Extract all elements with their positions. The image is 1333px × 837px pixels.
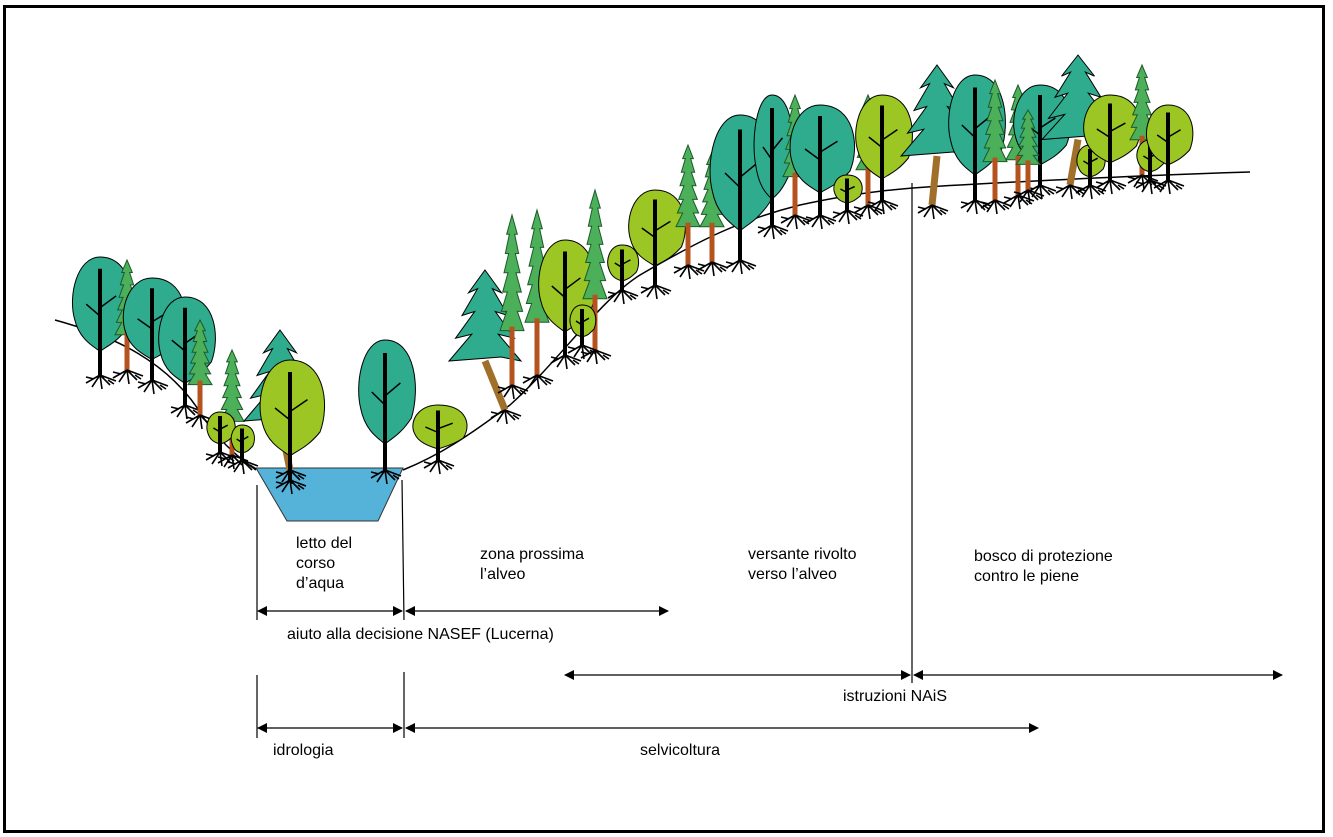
deciduous-tree-icon (358, 339, 416, 485)
separator-riverbed-right (401, 479, 405, 621)
deciduous-tree-icon (789, 104, 856, 230)
roots-icon (423, 459, 455, 475)
tree-branches (762, 137, 784, 161)
tree-branches (614, 259, 631, 269)
trees-group (71, 54, 1194, 495)
tree-branches (641, 220, 671, 239)
roots-icon (567, 344, 599, 360)
tree-crown (219, 348, 245, 422)
tree-branches (213, 424, 229, 433)
roots-icon (607, 289, 639, 305)
deciduous-tree-icon (412, 404, 468, 475)
roots-icon (1013, 189, 1045, 205)
deciduous-tree-icon (567, 304, 599, 360)
scope-label-nasef: aiuto alla decisione NASEF (Lucerna) (287, 626, 554, 643)
conifer-tree-icon (1013, 109, 1045, 205)
deciduous-tree-icon (832, 174, 864, 225)
roots-icon (227, 459, 259, 475)
zone-label-protection-forest: bosco di protezione contro le piene (974, 548, 1113, 585)
zone-label-riverbed: letto del corso d’aqua (296, 535, 353, 592)
zone-label-near-channel: zona prossima l’alveo (480, 546, 585, 583)
deciduous-tree-icon (1083, 94, 1141, 195)
roots-icon (1025, 184, 1057, 200)
tree-branches (1156, 129, 1181, 144)
roots-icon (370, 469, 402, 485)
deciduous-tree-icon (855, 94, 913, 215)
roots-icon (1003, 194, 1035, 210)
tree-branches (724, 162, 758, 189)
roots-icon (673, 264, 705, 280)
roots-icon (640, 284, 672, 300)
deciduous-tree-icon (753, 94, 794, 240)
roots-icon (1055, 184, 1087, 200)
roots-icon (185, 414, 217, 430)
roots-icon (805, 214, 837, 230)
roots-icon (580, 349, 612, 365)
tree-branches (85, 295, 117, 317)
roots-icon (867, 199, 899, 215)
roots-icon (1153, 179, 1185, 195)
deciduous-tree-icon (607, 244, 640, 305)
roots-icon (917, 204, 949, 220)
roots-icon (757, 224, 789, 240)
tree-branches (274, 398, 308, 421)
tree-branches (804, 140, 838, 161)
roots-icon (1095, 179, 1127, 195)
conifer-tree-icon (185, 318, 217, 430)
conifer-tree-icon (580, 188, 612, 365)
roots-icon (497, 384, 529, 400)
roots-icon (550, 354, 582, 370)
roots-icon (980, 199, 1012, 215)
roots-icon (490, 409, 522, 425)
roots-icon (1135, 179, 1167, 195)
tree-crown (259, 359, 326, 457)
roots-icon (832, 209, 864, 225)
scope-label-nais: istruzioni NAiS (843, 688, 948, 705)
tree-branches (425, 422, 453, 434)
conifer-tree-icon (673, 143, 705, 280)
scope-label-hydrology: idrologia (273, 742, 334, 759)
roots-icon (275, 479, 307, 495)
zone-label-slope: versante rivolto verso l’alveo (748, 546, 857, 583)
roots-icon (1075, 184, 1107, 200)
diagram-frame (3, 5, 1325, 833)
roots-icon (170, 404, 202, 420)
conifer-tree-icon (980, 78, 1012, 215)
tree-trunk (928, 155, 941, 206)
tree-trunk (481, 359, 509, 412)
deciduous-tree-icon (227, 424, 259, 475)
roots-icon (137, 379, 169, 395)
conifer-tree-icon (497, 213, 529, 400)
deciduous-tree-icon (71, 256, 133, 390)
roots-icon (205, 451, 237, 467)
tree-branches (551, 277, 581, 299)
tree-branches (1096, 122, 1126, 139)
roots-icon (85, 374, 117, 390)
tree-branches (868, 129, 898, 149)
tree-branches (371, 382, 401, 406)
roots-icon (960, 199, 992, 215)
roots-icon (725, 259, 757, 275)
scope-label-silviculture: selvicoltura (640, 742, 721, 759)
roots-icon (697, 261, 729, 277)
tree-branches (840, 185, 856, 194)
deciduous-tree-icon (1145, 104, 1194, 195)
deciduous-tree-icon (628, 189, 686, 300)
roots-icon (522, 374, 554, 390)
tree-branches (575, 317, 590, 326)
tree-branches (1083, 157, 1099, 166)
roots-icon (112, 369, 144, 385)
roots-icon (780, 214, 812, 230)
deciduous-tree-icon (259, 359, 326, 495)
tree-branches (236, 435, 249, 444)
tree-trunk (1066, 138, 1082, 186)
tree-crown (358, 339, 416, 445)
